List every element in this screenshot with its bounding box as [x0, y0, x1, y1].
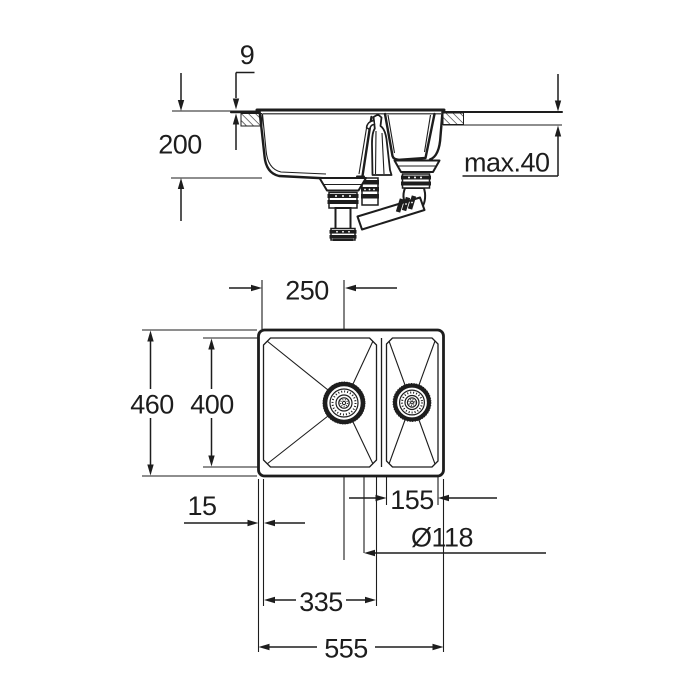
left-drain-assembly	[318, 177, 427, 241]
dim-label-diameter: Ø118	[411, 523, 473, 553]
dimension-overall-depth: 460	[130, 330, 174, 476]
small-drain	[392, 383, 432, 422]
countertop-section	[172, 110, 563, 127]
dim-label-335: 335	[299, 587, 343, 617]
dimension-small-bowl-width: 155	[349, 485, 497, 515]
dimension-drain-offset: 250	[229, 276, 397, 306]
overflow-divider	[365, 113, 393, 176]
dim-label-15: 15	[187, 491, 216, 521]
dimension-overall-width: 555	[258, 634, 444, 664]
dimension-drain-diameter: Ø118	[364, 523, 546, 557]
dim-label-max40: max.40	[464, 148, 550, 178]
small-bowl	[385, 337, 439, 468]
dim-label-460: 460	[130, 390, 174, 420]
dim-label-400: 400	[190, 390, 234, 420]
plan-view: 250 460 400 15 155	[130, 276, 546, 664]
dim-label-555: 555	[324, 634, 368, 664]
dimension-inner-depth: 400	[190, 338, 234, 467]
dimension-main-bowl-width: 335	[264, 587, 376, 617]
main-bowl	[262, 337, 378, 468]
dim-label-9: 9	[240, 40, 255, 70]
dimension-counter-thickness: max.40	[462, 74, 562, 178]
trap-tailpipe	[334, 207, 352, 230]
dimension-rim-height: 9	[232, 40, 255, 150]
dimension-left-inset: 15	[184, 491, 305, 527]
right-drain-assembly	[393, 159, 441, 189]
dim-label-200: 200	[158, 130, 202, 160]
main-drain	[322, 381, 366, 425]
dim-label-155: 155	[390, 485, 434, 515]
dim-label-250: 250	[285, 276, 329, 306]
section-view: 9 200 max.40	[158, 40, 563, 241]
dimension-bowl-depth: 200	[158, 73, 262, 221]
